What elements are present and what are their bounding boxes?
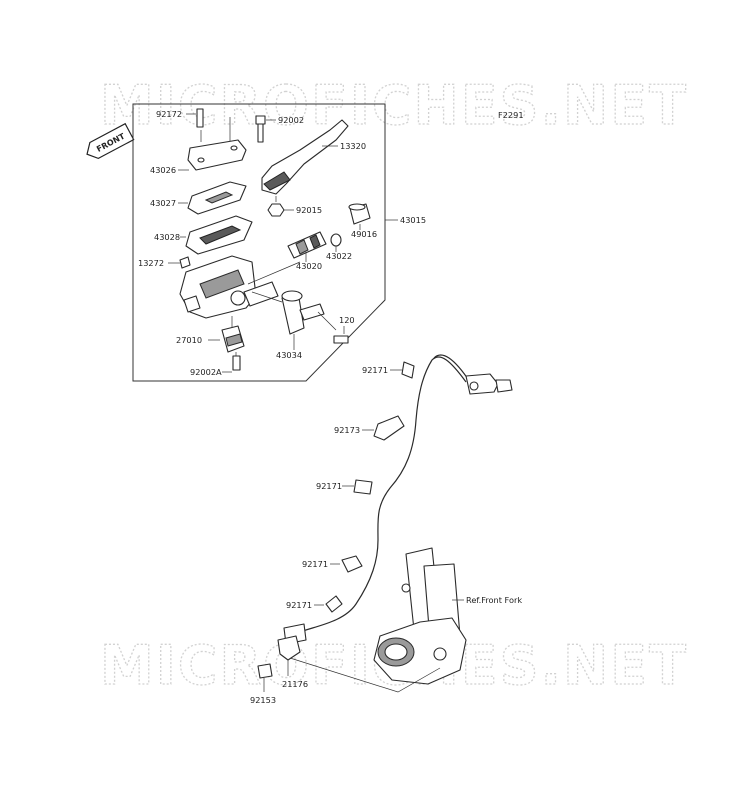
part-43020-piston xyxy=(287,231,327,262)
label-120: 120 xyxy=(339,315,355,325)
label-43026: 43026 xyxy=(150,165,176,175)
label-43034: 43034 xyxy=(276,350,302,360)
reference-note-front-fork: Ref.Front Fork xyxy=(466,595,522,605)
part-92172-screw xyxy=(186,108,204,128)
label-21176: 21176 xyxy=(282,679,308,689)
part-92171-clamp-b xyxy=(342,479,373,495)
label-92171-b: 92171 xyxy=(316,481,342,491)
part-43028-diaphragm xyxy=(180,215,253,255)
label-92153: 92153 xyxy=(250,695,276,705)
part-120-bolt xyxy=(333,326,349,344)
part-49016-boot xyxy=(348,203,371,230)
label-92171-c: 92171 xyxy=(302,559,328,569)
part-92171-clamp-c xyxy=(330,555,363,573)
master-cylinder-body xyxy=(179,255,279,319)
label-27010: 27010 xyxy=(176,335,202,345)
label-92015: 92015 xyxy=(296,205,322,215)
label-43015: 43015 xyxy=(400,215,426,225)
part-13320-brake-lever xyxy=(261,119,349,195)
part-43022-ring xyxy=(330,233,342,252)
part-27010-clamp xyxy=(208,325,245,353)
part-92002A-bolt xyxy=(222,355,241,373)
label-92171-d: 92171 xyxy=(286,600,312,610)
label-43027: 43027 xyxy=(150,198,176,208)
part-43034-holder xyxy=(281,290,325,350)
brake-hose xyxy=(283,354,513,645)
part-13272-clip xyxy=(168,256,191,269)
label-92171-a: 92171 xyxy=(362,365,388,375)
watermark-top: MICROFICHES.NET xyxy=(100,74,688,137)
part-43026-cap xyxy=(178,139,247,171)
part-92153-bolt xyxy=(257,663,273,692)
part-92002-bolt xyxy=(255,115,276,143)
label-43020: 43020 xyxy=(296,261,322,271)
figure-code: F2291 xyxy=(498,110,524,120)
front-fork-and-caliper xyxy=(373,547,467,685)
label-13320: 13320 xyxy=(340,141,366,151)
part-92173-bracket xyxy=(362,415,405,441)
part-92015-nut xyxy=(267,203,294,217)
part-92171-clamp-d xyxy=(314,595,343,613)
label-49016: 49016 xyxy=(351,229,377,239)
label-13272: 13272 xyxy=(138,258,164,268)
label-92002A: 92002A xyxy=(190,367,222,377)
label-92173: 92173 xyxy=(334,425,360,435)
part-92171-clamp-a xyxy=(390,361,415,379)
part-21176-sensor xyxy=(277,635,301,676)
label-92002: 92002 xyxy=(278,115,304,125)
label-92172: 92172 xyxy=(156,109,182,119)
label-43028: 43028 xyxy=(154,232,180,242)
label-43022: 43022 xyxy=(326,251,352,261)
part-43027-plate xyxy=(178,181,247,215)
